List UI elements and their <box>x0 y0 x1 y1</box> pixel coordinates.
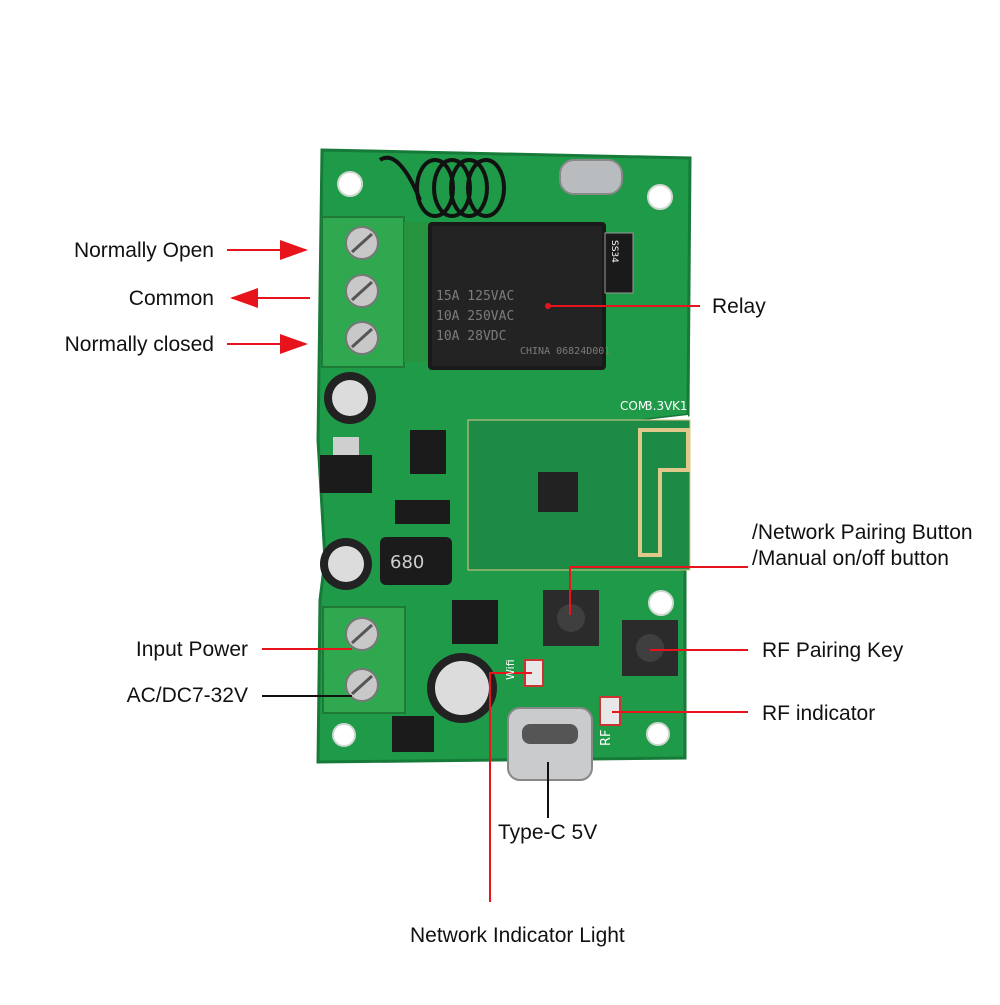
label-network-indicator-light: Network Indicator Light <box>410 924 625 947</box>
label-rf-pairing-key: RF Pairing Key <box>762 639 904 662</box>
label-relay: Relay <box>712 295 766 318</box>
voltage-regulator <box>320 455 372 493</box>
rf-pairing-key-part <box>622 620 678 676</box>
label-input-power: Input Power <box>135 638 248 661</box>
label-type-c: Type-C 5V <box>498 821 598 844</box>
label-network-pairing-button: /Network Pairing Button <box>752 521 973 544</box>
label-voltage-range: AC/DC7-32V <box>126 684 248 707</box>
wifi-module <box>467 419 691 571</box>
network-pairing-button-part <box>543 590 599 646</box>
mounting-holes <box>332 171 674 747</box>
label-common: Common <box>128 287 214 310</box>
capacitors <box>320 372 376 590</box>
crystal <box>559 159 623 195</box>
line-network-pairing <box>569 566 748 615</box>
label-normally-open: Normally Open <box>73 239 214 262</box>
terminal-block-relay <box>321 216 428 368</box>
terminal-block-power <box>322 606 406 714</box>
ic-chip-2 <box>452 600 498 644</box>
label-manual-onoff-button: /Manual on/off button <box>752 547 949 570</box>
ic-chip <box>410 430 446 474</box>
line-network-indicator <box>489 672 532 902</box>
label-rf-indicator: RF indicator <box>762 702 876 725</box>
diode <box>604 232 634 294</box>
schottky-diode <box>395 500 450 524</box>
transistor <box>392 716 434 752</box>
inductor <box>380 537 452 585</box>
label-normally-closed: Normally closed <box>64 333 214 356</box>
antenna-coil <box>378 155 506 218</box>
